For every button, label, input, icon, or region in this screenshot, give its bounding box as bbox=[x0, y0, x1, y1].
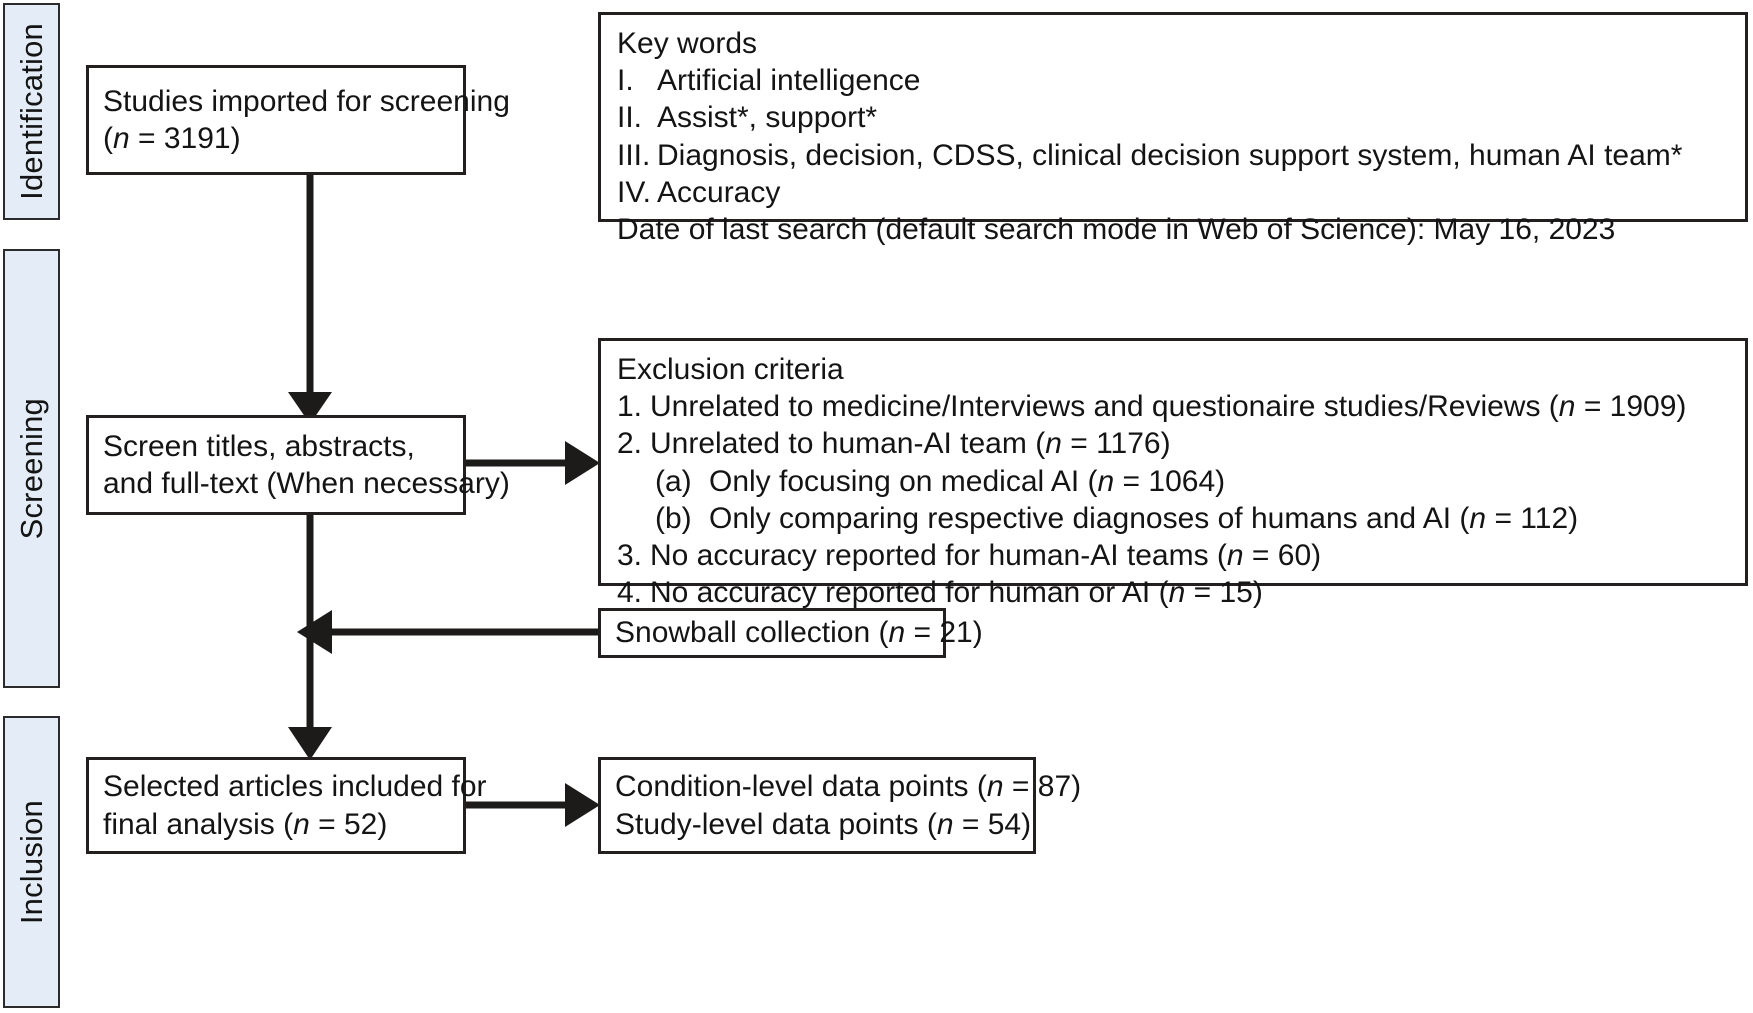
key-words-box: Key words I.Artificial intelligence II.A… bbox=[598, 12, 1748, 246]
screen-titles-line-2: and full-text (When necessary) bbox=[103, 467, 510, 500]
stage-label-inclusion: Inclusion bbox=[13, 799, 49, 925]
n-italic: n bbox=[936, 807, 954, 841]
exclusion-item-2: 2.Unrelated to human-AI team (n = 1176) bbox=[617, 427, 1171, 461]
key-words-item-3: III.Diagnosis, decision, CDSS, clinical … bbox=[617, 138, 1683, 172]
studies-imported-line-2: (n = 3191) bbox=[103, 122, 241, 155]
exclusion-item-4: 4.No accuracy reported for human or AI (… bbox=[617, 576, 1263, 610]
condition-level-data-points: Condition-level data points (n = 87) bbox=[615, 770, 1082, 804]
n-italic: n bbox=[113, 122, 130, 155]
stage-bar-identification: Identification bbox=[3, 3, 60, 220]
stage-label-identification: Identification bbox=[13, 23, 49, 200]
studies-imported-line-1: Studies imported for screening bbox=[103, 84, 510, 118]
exclusion-heading: Exclusion criteria bbox=[617, 353, 844, 386]
screen-to-selected-arrowhead bbox=[288, 727, 332, 760]
selected-to-datapoints-arrowhead bbox=[565, 783, 600, 827]
snowball-to-spine-arrowhead bbox=[297, 610, 332, 654]
exclusion-item-2a: (a)Only focusing on medical AI (n = 1064… bbox=[655, 464, 1226, 498]
key-words-item-4: IV.Accuracy bbox=[617, 175, 781, 209]
screen-titles-box: Screen titles, abstracts, and full-text … bbox=[86, 415, 510, 515]
n-italic: n bbox=[888, 616, 906, 650]
exclusion-item-1: 1.Unrelated to medicine/Interviews and q… bbox=[617, 390, 1687, 424]
stage-bar-screening: Screening bbox=[3, 249, 60, 688]
snowball-collection-box: Snowball collection (n = 21) bbox=[598, 608, 983, 658]
stage-label-screening: Screening bbox=[13, 397, 49, 540]
data-points-box: Condition-level data points (n = 87) Stu… bbox=[598, 757, 1082, 854]
studies-imported-box: Studies imported for screening (n = 3191… bbox=[86, 65, 510, 175]
exclusion-criteria-box: Exclusion criteria 1.Unrelated to medici… bbox=[598, 338, 1748, 609]
screen-to-exclusion-arrowhead bbox=[565, 441, 600, 485]
key-words-item-2: II.Assist*, support* bbox=[617, 101, 878, 135]
key-words-item-1: I.Artificial intelligence bbox=[617, 64, 921, 98]
n-italic: n bbox=[1168, 576, 1186, 610]
stage-bar-inclusion: Inclusion bbox=[3, 716, 60, 1008]
selected-articles-line-2: final analysis (n = 52) bbox=[103, 807, 388, 841]
key-words-heading: Key words bbox=[617, 27, 758, 60]
study-level-data-points: Study-level data points (n = 54) bbox=[615, 807, 1032, 841]
n-italic: n bbox=[1226, 538, 1244, 572]
n-italic: n bbox=[1097, 464, 1115, 498]
exclusion-item-2b: (b)Only comparing respective diagnoses o… bbox=[655, 501, 1579, 535]
selected-articles-line-1: Selected articles included for bbox=[103, 770, 487, 804]
exclusion-item-3: 3.No accuracy reported for human-AI team… bbox=[617, 538, 1322, 572]
n-italic: n bbox=[1045, 427, 1062, 461]
snowball-collection-text: Snowball collection (n = 21) bbox=[615, 616, 983, 650]
n-italic: n bbox=[293, 807, 310, 841]
n-italic: n bbox=[1469, 501, 1487, 535]
n-italic: n bbox=[986, 770, 1004, 804]
n-italic: n bbox=[1558, 390, 1576, 424]
key-words-footer: Date of last search (default search mode… bbox=[617, 212, 1616, 246]
selected-articles-box: Selected articles included for final ana… bbox=[86, 757, 487, 854]
screen-titles-line-1: Screen titles, abstracts, bbox=[103, 429, 415, 463]
